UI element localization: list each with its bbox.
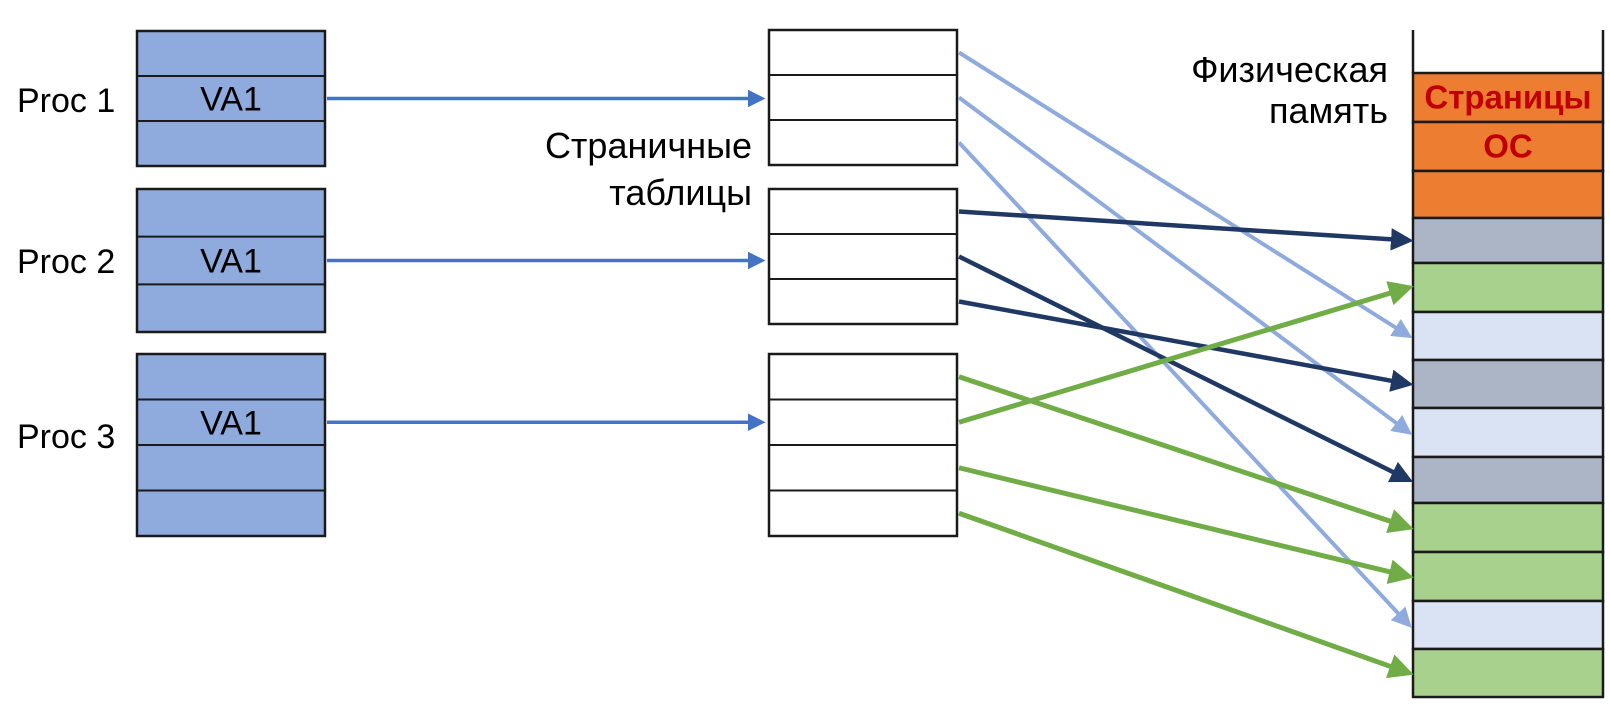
memory-frame-10 bbox=[1411, 501, 1605, 554]
memory-frame-3 bbox=[1411, 169, 1605, 220]
mapping-arrow-proc1-row3 bbox=[957, 141, 1412, 628]
memory-frame-4 bbox=[1411, 216, 1605, 265]
process-3-label: Proc 3 bbox=[17, 418, 115, 456]
memory-frame-6 bbox=[1411, 310, 1605, 362]
memory-frame-8 bbox=[1411, 406, 1605, 459]
page-tables-label-line-1: Страничные bbox=[545, 125, 752, 166]
page-tables-label-line-2: таблицы bbox=[609, 172, 752, 213]
mapping-arrow-proc3-row3 bbox=[958, 465, 1414, 584]
mapping-arrow-proc2-row3 bbox=[958, 299, 1414, 392]
mapping-arrow-proc1-row2 bbox=[957, 95, 1413, 435]
memory-frame-5 bbox=[1411, 261, 1605, 314]
memory-frame-13 bbox=[1411, 647, 1605, 699]
mapping-arrow-proc2-row1 bbox=[958, 209, 1414, 251]
physical-memory-label-line-2: память bbox=[1269, 90, 1388, 131]
page-table-2 bbox=[767, 187, 959, 326]
mapping-arrow-proc3-row1 bbox=[958, 374, 1414, 533]
va-label-proc-2: VA1 bbox=[200, 243, 262, 281]
process-2-address-space bbox=[135, 187, 327, 334]
memory-frame-11 bbox=[1411, 550, 1605, 603]
va-label-proc-3: VA1 bbox=[200, 404, 262, 442]
physical-memory-label-line-1: Физическая bbox=[1191, 49, 1388, 90]
memory-frame-12 bbox=[1411, 599, 1605, 651]
mapping-arrow-proc1-row1 bbox=[957, 50, 1413, 339]
process-1-label: Proc 1 bbox=[17, 82, 115, 120]
memory-frame-9 bbox=[1411, 455, 1605, 505]
memory-frame-2 bbox=[1411, 120, 1605, 173]
process-2-label: Proc 2 bbox=[17, 243, 115, 281]
memory-frame-7 bbox=[1411, 358, 1605, 410]
os-pages-label: Страницы bbox=[1424, 79, 1591, 116]
process-1-address-space bbox=[135, 29, 327, 168]
memory-frame-1 bbox=[1411, 71, 1605, 124]
va-label-proc-1: VA1 bbox=[200, 81, 262, 119]
mapping-arrow-proc3-row4 bbox=[958, 510, 1414, 679]
os-pages-label: ОС bbox=[1483, 128, 1533, 165]
mapping-arrow-proc3-row2 bbox=[958, 281, 1414, 425]
page-table-1 bbox=[767, 28, 959, 167]
mapping-arrow-proc2-row2 bbox=[957, 254, 1414, 483]
